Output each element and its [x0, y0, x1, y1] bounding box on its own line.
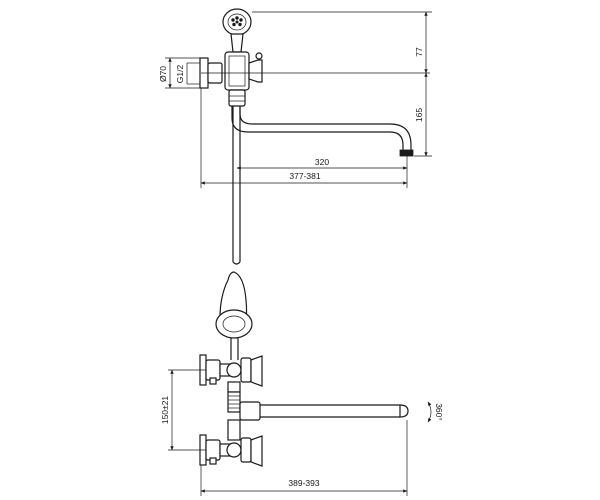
total-width-dimension: 389-393 [200, 420, 408, 496]
mixer-body [224, 51, 263, 107]
spout-height-dimension: 165 [414, 72, 432, 157]
swivel-joint [227, 391, 241, 413]
diameter-label: Ø70 [158, 66, 168, 82]
handshower-height-label: 77 [414, 47, 424, 57]
thread-label: G1/2 [175, 65, 185, 84]
center-distance-label: 150±21 [160, 396, 170, 425]
top-view: Ø70 G1/2 77 165 320 [158, 8, 432, 265]
handshower-height-dimension: 77 [252, 11, 432, 74]
front-spout [239, 401, 409, 421]
thread-dimension: G1/2 [175, 62, 200, 85]
spout-reach-label: 320 [315, 157, 329, 167]
diameter-dimension: Ø70 [158, 57, 200, 89]
spout [231, 106, 404, 152]
handshower-head [222, 8, 252, 53]
center-distance-dimension: 150±21 [160, 369, 206, 451]
upper-valve-row [199, 354, 263, 393]
swivel-angle-indicator: 360° [427, 401, 444, 423]
total-width-label: 389-393 [288, 478, 319, 488]
total-reach-label: 377-381 [289, 171, 320, 181]
spout-aerator [399, 149, 414, 157]
lower-valve-row [199, 419, 263, 467]
spout-reach-dimension: 320 [236, 156, 408, 173]
spout-height-label: 165 [414, 108, 424, 122]
total-reach-dimension: 377-381 [200, 88, 408, 188]
swivel-angle-label: 360° [434, 403, 444, 421]
front-view: 360° 150±21 389-393 [160, 271, 444, 496]
front-handshower-head [215, 271, 253, 339]
